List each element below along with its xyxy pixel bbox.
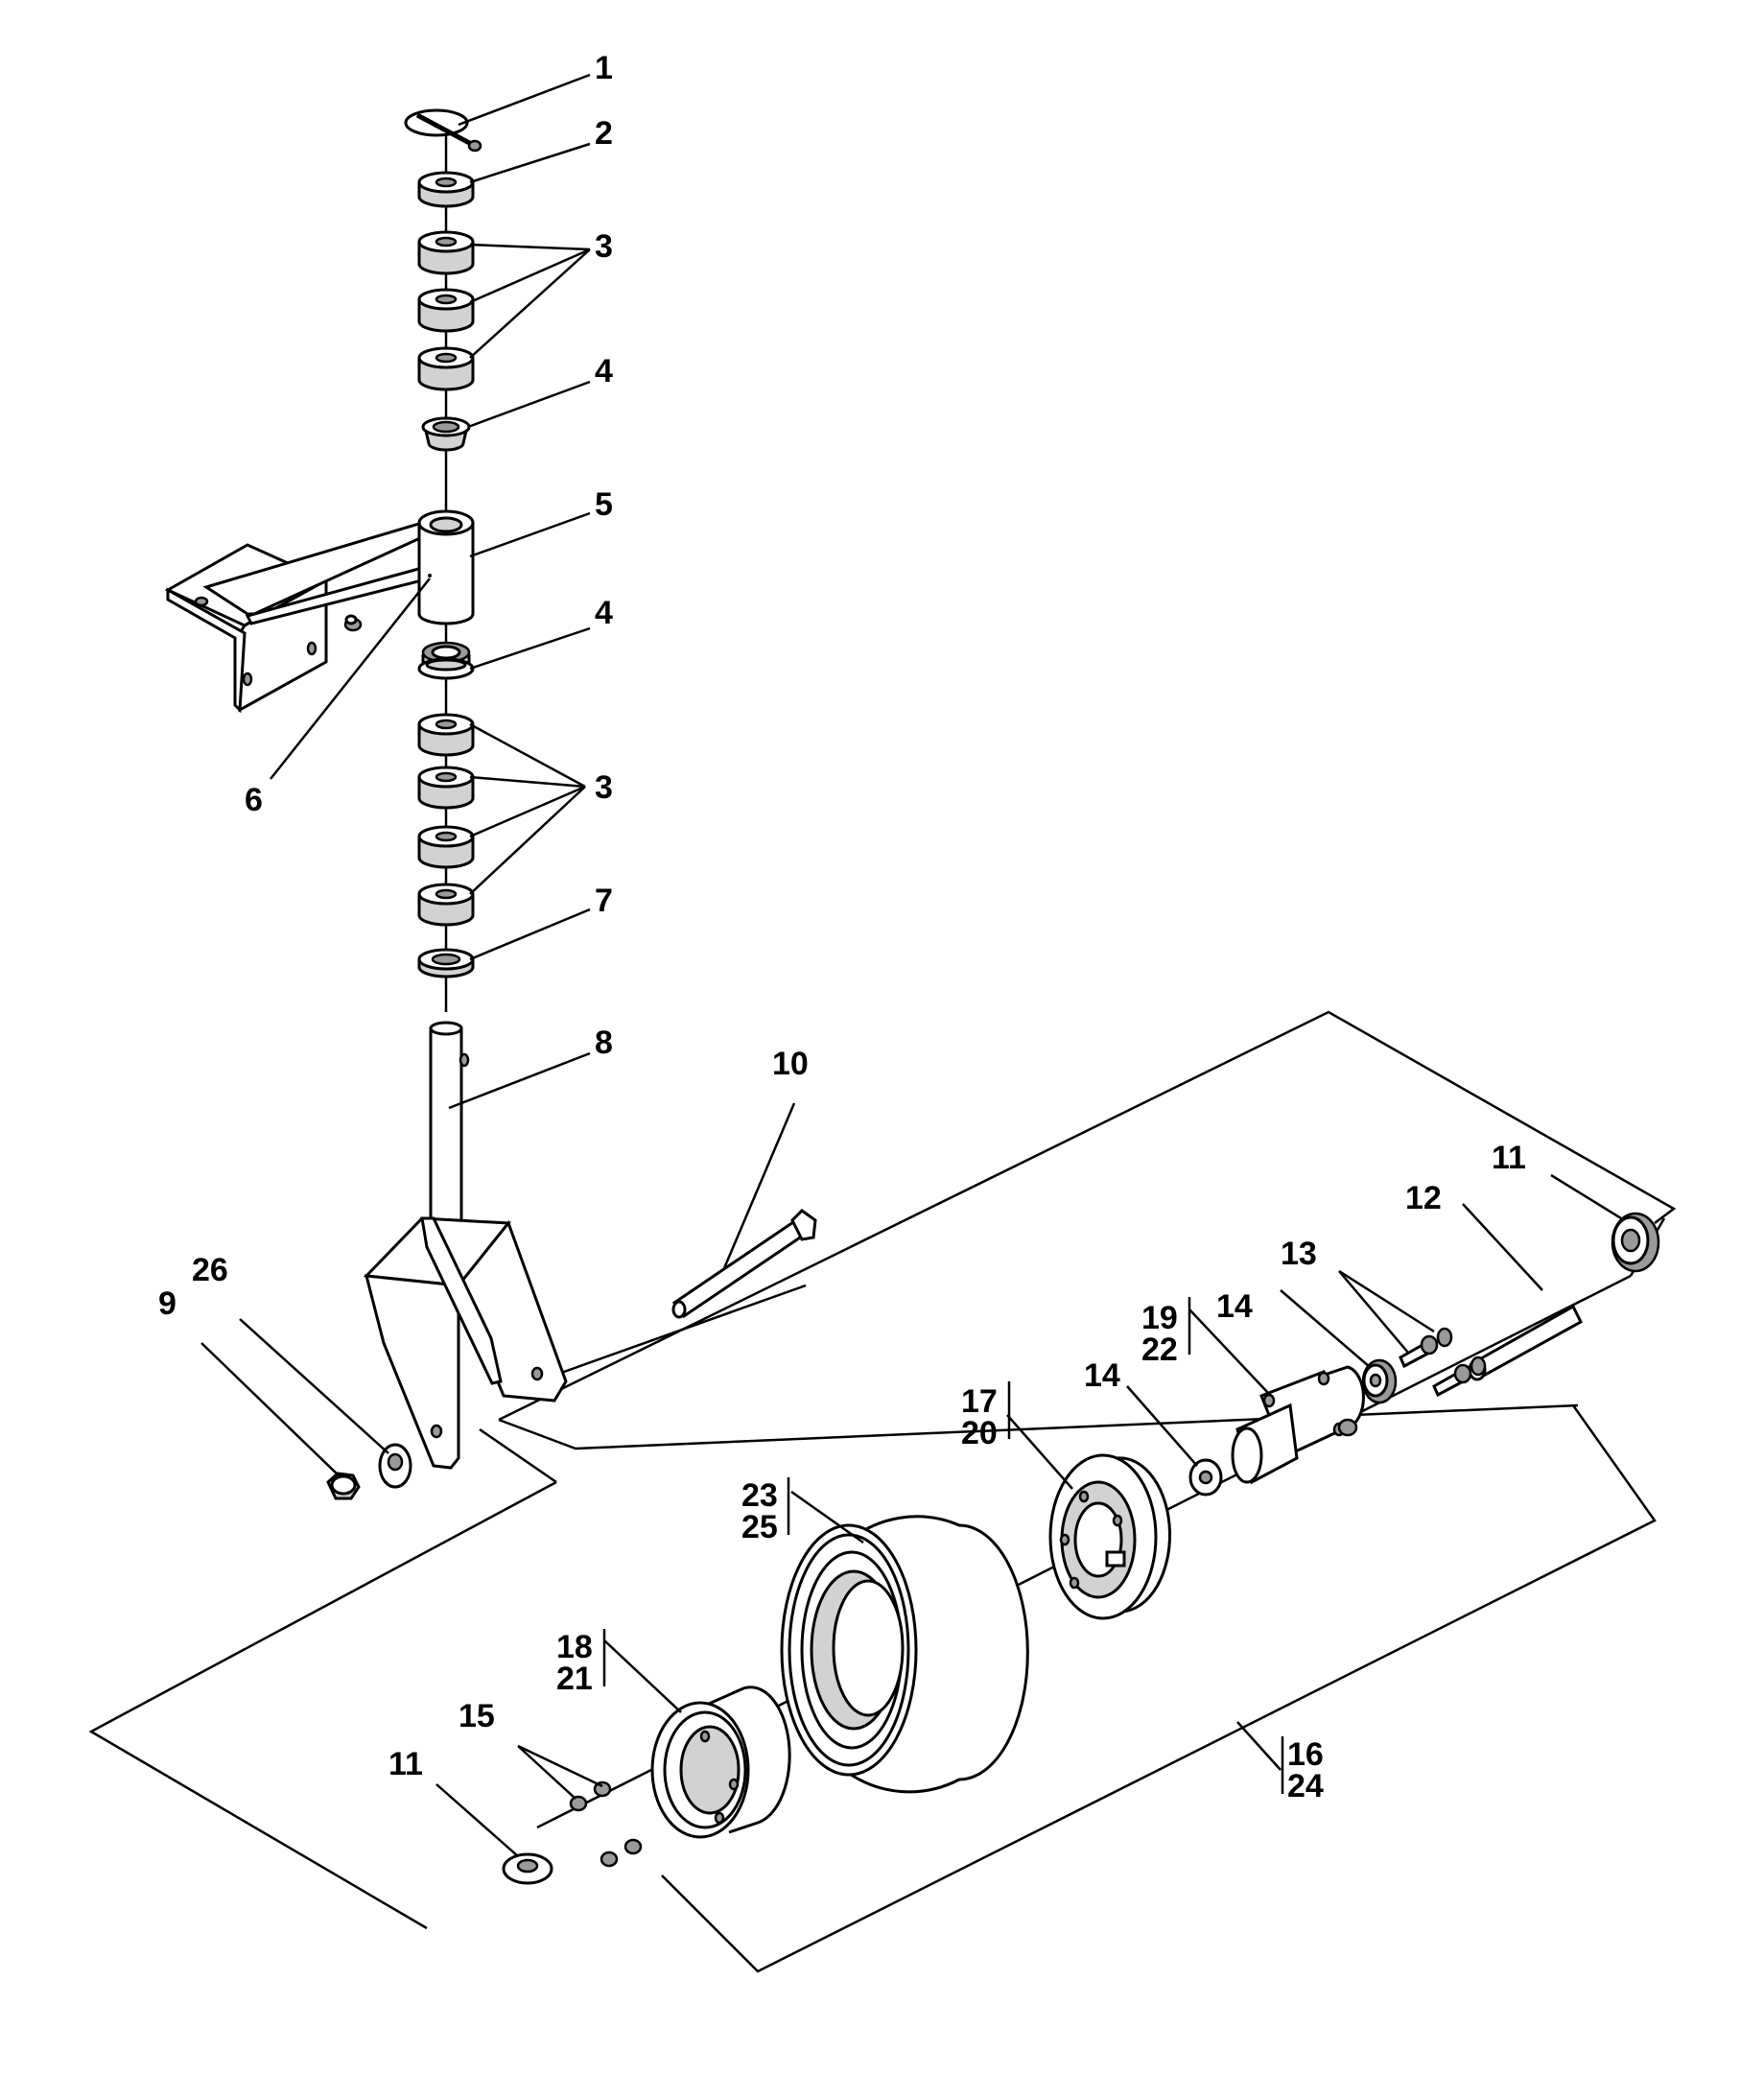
grease-fitting-icon — [343, 614, 363, 632]
lock-nut-icon — [326, 1472, 361, 1500]
bolt-set-lower-icon — [1432, 1355, 1487, 1398]
bearing-right-icon — [1611, 1212, 1660, 1273]
washer-icon — [417, 171, 475, 208]
callout-24: 24 — [1287, 1768, 1324, 1804]
callout-4-upper: 4 — [595, 353, 613, 389]
callout-26: 26 — [192, 1252, 228, 1288]
callout-11-right: 11 — [1492, 1140, 1526, 1176]
callout-15: 15 — [459, 1698, 495, 1734]
callout-16: 16 — [1287, 1736, 1324, 1773]
callout-8: 8 — [595, 1025, 613, 1061]
callout-25: 25 — [741, 1509, 778, 1545]
callout-1: 1 — [595, 50, 613, 86]
callout-12: 12 — [1405, 1180, 1442, 1216]
callout-21: 21 — [556, 1661, 593, 1697]
callout-4-lower: 4 — [595, 595, 613, 631]
callout-9: 9 — [158, 1285, 176, 1322]
callout-19: 19 — [1141, 1300, 1178, 1336]
lynch-pin-icon — [404, 108, 482, 153]
callout-22: 22 — [1141, 1332, 1178, 1368]
callout-13: 13 — [1281, 1236, 1317, 1272]
callout-17: 17 — [961, 1383, 998, 1420]
wheel-hub-half-rear-icon — [1048, 1453, 1172, 1620]
callout-18: 18 — [556, 1629, 593, 1665]
callout-5: 5 — [595, 486, 613, 523]
callout-14-upper: 14 — [1216, 1288, 1253, 1325]
lower-spacer-icon — [417, 713, 475, 927]
bushing-icon — [421, 416, 471, 452]
callout-14-lower: 14 — [1084, 1357, 1120, 1394]
callout-23: 23 — [741, 1477, 778, 1514]
leader-lines — [200, 73, 1622, 1857]
callout-3-upper: 3 — [595, 228, 613, 265]
hub-nut-icon — [569, 1780, 643, 1868]
callout-3-lower: 3 — [595, 769, 613, 806]
axle-spacer-icon — [1468, 1304, 1583, 1381]
spacer-icon — [417, 230, 475, 391]
caster-fork-icon — [363, 1021, 568, 1470]
callout-20: 20 — [961, 1415, 998, 1451]
caster-mount-bracket-icon — [164, 509, 475, 714]
seal-lower-icon — [1188, 1458, 1223, 1497]
bearing-left-icon — [502, 1852, 553, 1885]
lower-group-bracket — [88, 1404, 1657, 1973]
callout-bracket-bars — [602, 1297, 1284, 1794]
upper-group-bracket — [498, 1010, 1677, 1450]
thrust-washer-icon — [417, 948, 475, 978]
hub-flange-icon — [1231, 1365, 1365, 1485]
wheel-hub-half-front-icon — [650, 1685, 791, 1839]
callout-2: 2 — [595, 115, 613, 152]
seal-upper-icon — [1361, 1358, 1398, 1404]
fork-washer-icon — [378, 1443, 412, 1489]
tire-icon — [780, 1515, 1029, 1794]
callout-7: 7 — [595, 883, 613, 919]
callout-10: 10 — [772, 1046, 809, 1082]
axle-bolt-icon — [671, 1209, 817, 1319]
bolt-set-upper-icon — [1399, 1327, 1453, 1369]
callout-11-left: 11 — [388, 1746, 423, 1782]
callout-labels: 1 2 3 4 5 4 6 3 7 8 10 26 9 11 12 13 19 … — [158, 50, 1526, 1804]
callout-6: 6 — [245, 782, 263, 818]
lower-bushing-icon — [417, 641, 475, 680]
